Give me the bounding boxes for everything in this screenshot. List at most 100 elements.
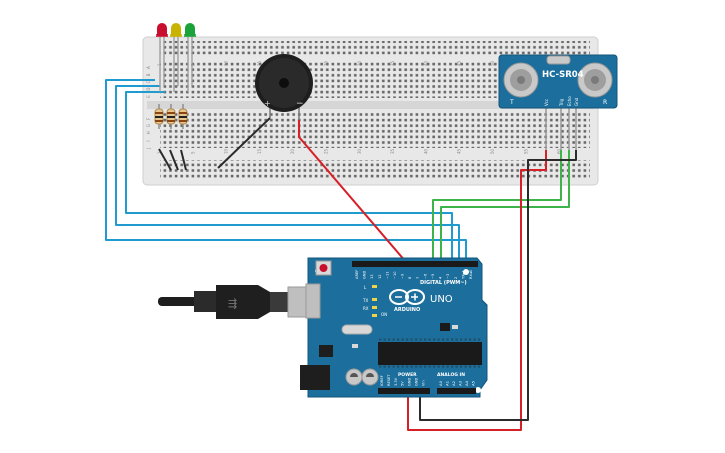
breadboard-column-number: 40 xyxy=(423,60,428,66)
arduino-logo xyxy=(389,289,425,305)
analog-pin-label: A2 xyxy=(451,380,456,386)
breadboard-column-numbers: 1155101015152020252530303535404045455050… xyxy=(157,60,562,154)
digital-header xyxy=(352,261,478,267)
power-pin-label: Vin xyxy=(421,380,425,386)
breadboard-row-letter: G xyxy=(146,124,151,127)
wire-blue-1[interactable] xyxy=(105,79,467,262)
digital-pin-label: 7 xyxy=(416,277,420,279)
led-3[interactable] xyxy=(184,23,196,92)
breadboard-column-number: 50 xyxy=(490,148,495,154)
sensor-pin-label: Vcc xyxy=(544,99,549,106)
on-led-label: ON xyxy=(381,312,387,317)
wire-black-gnd-3[interactable] xyxy=(180,149,187,171)
breadboard-column-number: 55 xyxy=(523,148,528,154)
tx-led-label: TX xyxy=(362,298,368,303)
wire-blue-3[interactable] xyxy=(125,91,453,262)
breadboard-column-number: 45 xyxy=(457,148,462,154)
wire-black-gnd-1[interactable] xyxy=(158,148,172,171)
analog-pin-label: A4 xyxy=(464,380,469,386)
usb-cable[interactable]: ⇶ xyxy=(158,285,319,319)
led-group xyxy=(156,23,196,92)
breadboard-column-number: 30 xyxy=(357,60,362,66)
digital-pin-label: ~5 xyxy=(431,274,435,279)
wire-green-trig[interactable] xyxy=(432,150,562,262)
wire-green-echo[interactable] xyxy=(440,150,570,262)
digital-pin-label: GND xyxy=(363,271,367,279)
analog-pin-label: A1 xyxy=(445,380,450,386)
wire-black-gnd[interactable] xyxy=(419,150,577,421)
atmega-chip xyxy=(378,342,482,365)
analog-pin-label: A5 xyxy=(471,380,476,386)
digital-pin-label: ~9 xyxy=(401,273,405,279)
breadboard-row-letter: A xyxy=(146,66,151,69)
power-pin-label: GND xyxy=(415,378,419,386)
breadboard-row-letter: C xyxy=(146,80,151,83)
breadboard-column-number: 25 xyxy=(324,148,329,154)
breadboard-column-number: 20 xyxy=(290,148,295,154)
analog-pin-label: A3 xyxy=(458,380,463,386)
sensor-pin-label: Trig xyxy=(559,98,564,107)
digital-pin-label: TX▸1 xyxy=(461,270,465,280)
digital-label: DIGITAL (PWM~) xyxy=(420,280,467,286)
resistor-group xyxy=(154,104,188,129)
buzzer-plus-label: + xyxy=(264,99,271,108)
resistor-2[interactable] xyxy=(166,104,176,129)
reset-button[interactable] xyxy=(315,260,332,276)
breadboard-column-number: 15 xyxy=(257,60,262,66)
wire-black-gnd-2[interactable] xyxy=(169,149,179,171)
l-led-label: L xyxy=(364,285,367,290)
breadboard-column-number: 5 xyxy=(190,151,195,154)
digital-pin-label: ~6 xyxy=(423,273,427,279)
power-pin-label: 5V xyxy=(401,381,405,386)
resistor-1[interactable] xyxy=(154,104,164,129)
digital-pin-label: 2 xyxy=(454,277,458,279)
digital-pin-label: 12 xyxy=(378,274,382,279)
led-2[interactable] xyxy=(170,23,182,92)
breadboard-column-number: 35 xyxy=(390,60,395,66)
sensor-model-label: HC-SR04 xyxy=(542,70,584,80)
breadboard-column-number: 5 xyxy=(190,63,195,66)
buzzer-minus-label: − xyxy=(296,99,304,109)
digital-pin-label: ~10 xyxy=(393,271,397,279)
usb-icon: ⇶ xyxy=(228,297,237,310)
digital-pin-label: RX◂0 xyxy=(469,269,473,279)
wire-red-buzzer[interactable] xyxy=(298,120,407,263)
breadboard-column-number: 25 xyxy=(324,60,329,66)
wire-red-vcc[interactable] xyxy=(407,150,547,431)
digital-pin-label: ~3 xyxy=(446,274,450,279)
rx-led-label: RX xyxy=(363,306,369,311)
analog-label: ANALOG IN xyxy=(437,372,465,378)
breadboard-column-number: 40 xyxy=(423,148,428,154)
breadboard-row-letter: J xyxy=(146,148,151,150)
breadboard-row-letter: B xyxy=(146,73,151,76)
breadboard-column-number: 30 xyxy=(357,148,362,154)
breadboard-column-number: 10 xyxy=(224,60,229,66)
wire-black-buzzer[interactable] xyxy=(217,117,271,169)
wires xyxy=(105,79,577,431)
voltage-regulator xyxy=(319,345,333,357)
breadboard-column-number: 60 xyxy=(557,148,562,154)
breadboard-row-letter: E xyxy=(146,95,151,98)
breadboard-column-number: 35 xyxy=(390,148,395,154)
analog-header xyxy=(437,388,476,394)
resistor-3[interactable] xyxy=(178,104,188,129)
analog-pin-label: A0 xyxy=(438,380,443,386)
sensor-pin-label: Gnd xyxy=(574,97,579,106)
breadboard-column-number: 10 xyxy=(224,148,229,154)
sensor-t-mark: T xyxy=(509,99,514,106)
wire-blue-2[interactable] xyxy=(115,85,460,262)
breadboard-row-letter: F xyxy=(146,117,151,120)
power-pin-label: IOREF xyxy=(380,375,384,386)
digital-pin-label: AREF xyxy=(355,270,359,279)
power-pin-label: RESET xyxy=(387,374,391,386)
led-1[interactable] xyxy=(156,23,168,92)
piezo-buzzer[interactable]: + − xyxy=(255,54,313,120)
